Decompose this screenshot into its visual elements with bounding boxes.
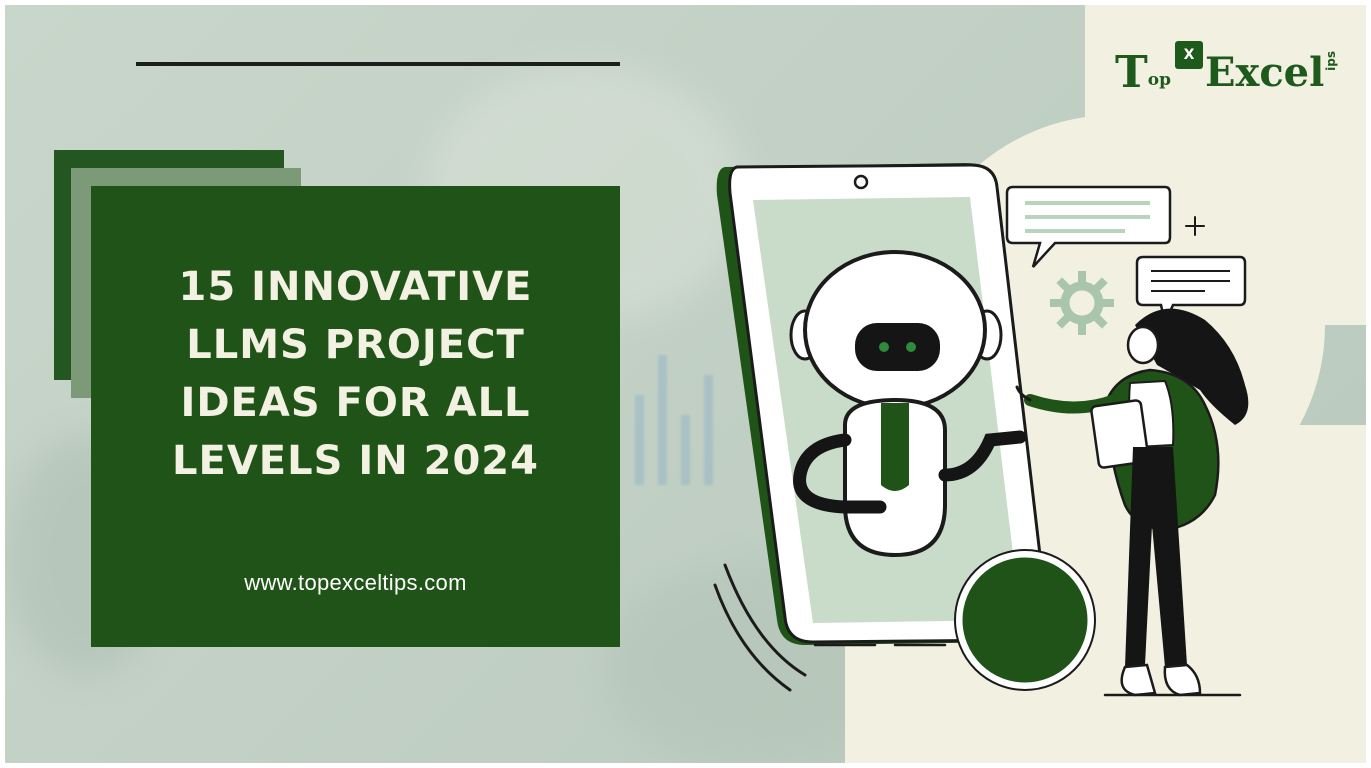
speech-bubble-icon	[1005, 185, 1172, 268]
green-circle-outline	[954, 549, 1096, 691]
title-card: 15 INNOVATIVE LLMS PROJECT IDEAS FOR ALL…	[91, 186, 620, 647]
banner: 15 INNOVATIVE LLMS PROJECT IDEAS FOR ALL…	[5, 5, 1366, 763]
logo-x-icon: X	[1174, 41, 1203, 69]
green-circle-decor	[955, 550, 1095, 690]
brand-logo: T op X Excel ips	[1115, 35, 1345, 95]
title-line-1: 15 INNOVATIVE	[178, 264, 533, 310]
logo-op: op	[1147, 70, 1171, 90]
title-line-3: IDEAS FOR ALL	[180, 380, 531, 426]
logo-letter-t: T	[1115, 47, 1148, 98]
top-divider-line	[136, 62, 620, 66]
sparkle-icon	[1185, 216, 1205, 236]
floor-lines	[813, 643, 1242, 697]
title-line-4: LEVELS IN 2024	[172, 438, 539, 484]
gear-icon	[1050, 271, 1114, 335]
bg-chart-bars	[635, 335, 713, 485]
woman-with-tablet-icon	[1015, 308, 1249, 697]
logo-ips: ips	[1324, 51, 1339, 71]
motion-lines-icon	[713, 563, 807, 692]
illustration	[713, 163, 1249, 697]
title-line-2: LLMS PROJECT	[186, 322, 525, 368]
logo-excel: Excel	[1204, 49, 1325, 96]
page-title: 15 INNOVATIVE LLMS PROJECT IDEAS FOR ALL…	[91, 258, 620, 490]
website-url: www.topexceltips.com	[244, 570, 467, 595]
robot-icon	[789, 250, 1027, 558]
